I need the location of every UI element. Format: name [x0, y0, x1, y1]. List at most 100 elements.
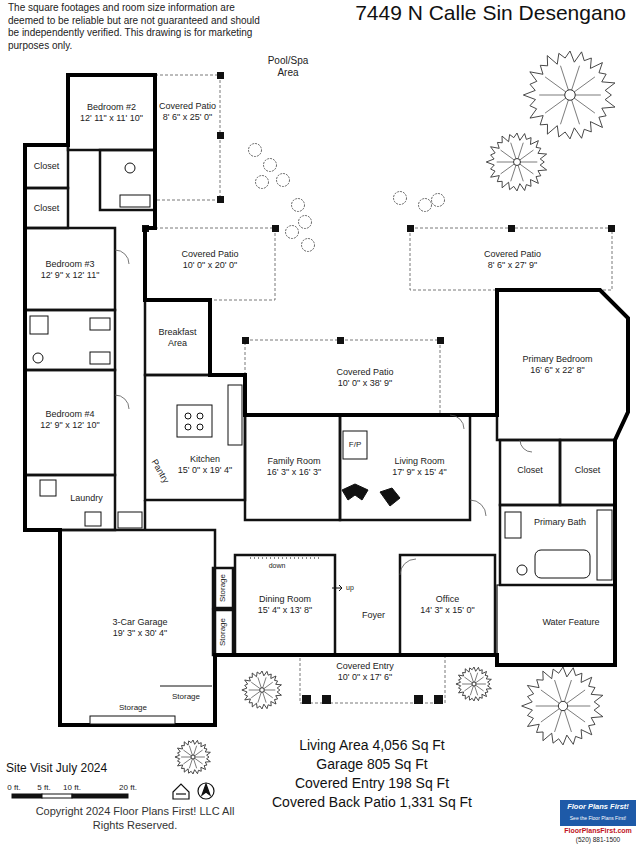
room-dimensions: 15' 0" x 19' 4" [178, 465, 232, 476]
room-name: Covered Patio [484, 249, 541, 260]
shower [30, 316, 48, 334]
room-label-box: Covered Patio8' 6" x 27' 9" [415, 240, 610, 280]
post [407, 225, 414, 232]
disclaimer-note: The square footages and room size inform… [8, 2, 260, 52]
credit-text: (520) 881-1500 [576, 836, 620, 843]
fixtures [30, 163, 612, 724]
wall [500, 505, 615, 585]
room-name: Laundry [70, 493, 103, 504]
tub [535, 550, 590, 578]
kitchen-island [177, 405, 212, 437]
wall [25, 188, 68, 228]
washer [40, 480, 56, 496]
room-label-box: Bedroom #412' 9" x 12' 10" [25, 400, 115, 440]
room-label-box: Pantry [143, 452, 177, 490]
tub [120, 195, 150, 207]
shrub-symbol [249, 144, 262, 157]
scale-block [42, 794, 72, 798]
room-dimensions: 12' 9" x 12' 11" [41, 270, 100, 281]
room-name: Primary Bedroom [522, 354, 592, 365]
room-name: Breakfast Area [154, 327, 202, 349]
room-dimensions: 10' 0" x 20' 0" [183, 260, 237, 271]
toilet [517, 565, 527, 575]
room-label-box: Covered Patio10' 0" x 20' 0" [150, 240, 270, 280]
shrub-symbol [277, 174, 290, 187]
door-swing [115, 250, 129, 264]
post [434, 695, 443, 704]
room-name: Closet [517, 465, 543, 476]
vanity [505, 512, 521, 538]
room-name: Covered Entry [336, 661, 394, 672]
cooktop [197, 413, 203, 419]
scale-label: 0 ft. [7, 783, 20, 792]
logo-box [560, 800, 636, 826]
wall [25, 228, 115, 310]
wall [340, 415, 470, 520]
shrub-symbol [299, 216, 312, 229]
shrub-symbol [394, 192, 407, 205]
post [217, 132, 224, 139]
area-summary: Covered Back Patio 1,331 Sq Ft [272, 794, 472, 810]
utility [118, 512, 142, 528]
room-label-box: Bedroom #312' 9" x 12' 11" [25, 250, 115, 290]
north-arrow [202, 784, 210, 795]
post [302, 695, 311, 704]
room-name: Closet [34, 203, 60, 214]
scale-block [12, 794, 42, 798]
patio-posts [142, 72, 615, 704]
post [322, 695, 331, 704]
room-dimensions: 16' 6" x 22' 8" [530, 365, 584, 376]
room-label-box: Family Room16' 3" x 16' 3" [250, 448, 338, 486]
room-name: Bedroom #3 [45, 259, 94, 270]
room-dimensions: 14' 3" x 15' 0" [420, 605, 474, 616]
plan-label: down [269, 562, 286, 570]
door-swing [115, 395, 129, 409]
room-label-box: Dining Room15' 4" x 13' 8" [238, 585, 332, 625]
scale-bar [12, 794, 128, 798]
patio-outline [245, 340, 440, 415]
wall [500, 440, 560, 505]
room-label-box: 3-Car Garage19' 3" x 30' 4" [80, 605, 200, 650]
room-name: Bedroom #4 [45, 409, 94, 420]
wall [144, 500, 147, 530]
wall [560, 440, 615, 505]
room-name: Foyer [362, 610, 385, 621]
room-label-box: Kitchen15' 0" x 19' 4" [170, 448, 240, 482]
wall [497, 290, 628, 440]
room-dimensions: 10' 0" x 17' 6" [338, 672, 392, 683]
room-dimensions: 17' 9" x 15' 4" [392, 467, 446, 478]
wall [213, 610, 233, 655]
wall [400, 555, 495, 655]
room-label-box: Breakfast Area [147, 318, 208, 358]
room-dimensions: 19' 3" x 30' 4" [113, 628, 167, 639]
tree-symbol [523, 51, 615, 139]
room-dimensions: 10' 0" x 38' 9" [338, 378, 392, 389]
scale-label: 5 ft. [37, 783, 50, 792]
wall [25, 145, 68, 188]
wall [100, 150, 155, 210]
tree-canopy [242, 671, 282, 709]
room-dimensions: 8' 6" x 25' 0" [163, 112, 212, 123]
post [414, 695, 423, 704]
sink [90, 318, 110, 330]
sink [85, 512, 101, 526]
shrub-symbol [256, 176, 269, 189]
room-name: Primary Bath [534, 517, 586, 528]
hearth [380, 488, 400, 506]
plan-label: Site Visit July 2024 [6, 762, 107, 776]
wall [145, 300, 210, 375]
wall [25, 370, 115, 475]
tree-symbol [242, 671, 282, 709]
north-arrow [198, 783, 214, 799]
room-label-box: Covered Patio10' 0" x 38' 9" [300, 358, 430, 398]
room-label-box: Primary Bedroom16' 6" x 22' 8" [500, 340, 615, 390]
room-label-box: Covered Patio8' 6" x 25' 0" [155, 92, 220, 132]
door-swing [400, 559, 416, 575]
room-label-box: Closet [25, 190, 68, 226]
plan-label: Storage [218, 618, 227, 646]
door-swing [450, 415, 464, 429]
wall [245, 415, 340, 520]
shrub-symbol [302, 239, 315, 252]
sink [90, 352, 110, 364]
patio-outline [155, 75, 220, 200]
